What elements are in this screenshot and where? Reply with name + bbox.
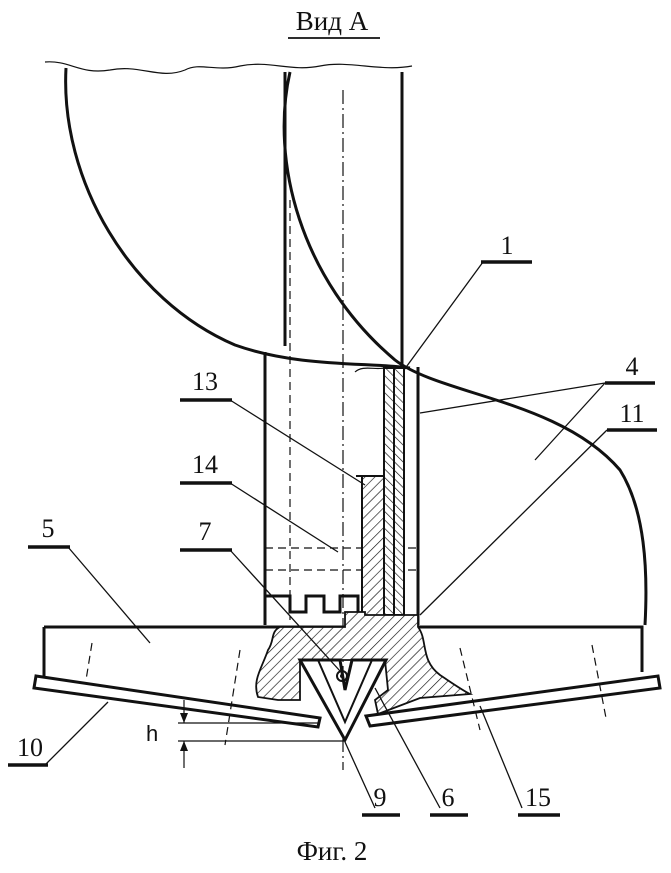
figure-caption: Фиг. 2	[297, 836, 368, 866]
blade-right-15	[363, 674, 662, 728]
v-insert	[297, 658, 389, 744]
label-7: 7	[199, 517, 212, 546]
base-plate-5	[42, 625, 644, 676]
dimension-h: h	[146, 700, 345, 768]
view-title-text: Вид А	[296, 6, 369, 36]
label-6: 6	[442, 783, 455, 812]
label-5: 5	[42, 514, 55, 543]
break-line	[44, 61, 413, 74]
label-9: 9	[374, 783, 387, 812]
auger-flight-outer	[64, 67, 411, 370]
label-11: 11	[619, 399, 644, 428]
label-4: 4	[626, 352, 639, 381]
support-bar-13	[361, 475, 385, 617]
castellated-edge	[263, 594, 360, 625]
auger-flight-inner	[282, 71, 648, 626]
view-title: Вид А	[288, 6, 380, 39]
label-13: 13	[192, 367, 218, 396]
label-14: 14	[192, 450, 218, 479]
label-1: 1	[501, 231, 514, 260]
label-15: 15	[525, 783, 551, 812]
blade-left-10	[32, 674, 322, 729]
pivot-7	[336, 670, 348, 682]
dimension-h-label: h	[146, 721, 158, 746]
label-10: 10	[17, 733, 43, 762]
